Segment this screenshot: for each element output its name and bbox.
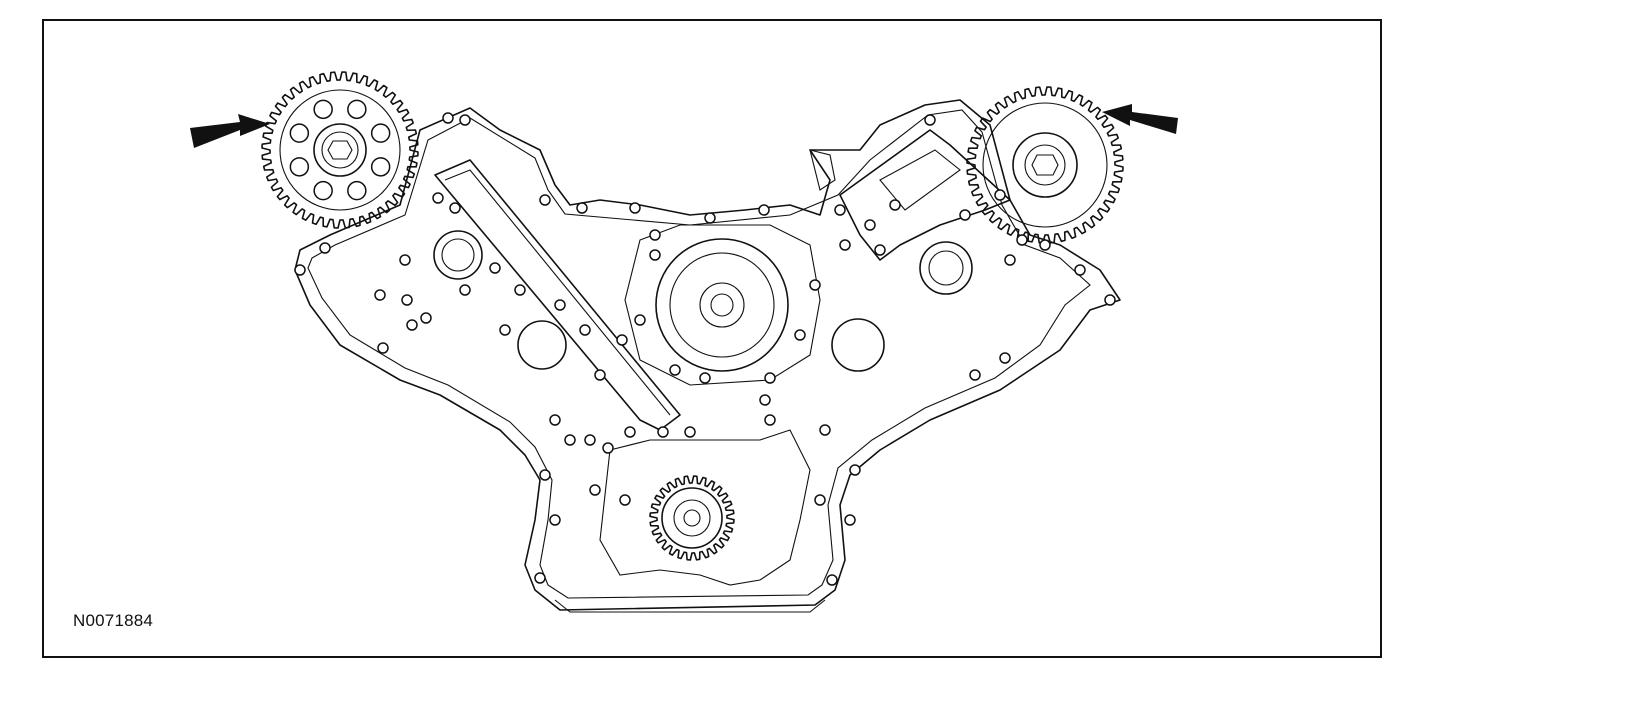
bolt-hole — [459, 114, 471, 126]
sprocket-lightening-hole — [289, 157, 310, 177]
left-sprocket-teeth — [261, 71, 419, 229]
bolt-holes — [294, 112, 1116, 586]
bolt-hole — [649, 229, 661, 241]
figure-id-label: N0071884 — [73, 611, 154, 630]
bolt-hole — [999, 352, 1011, 364]
bore-circles — [433, 230, 973, 372]
bolt-hole — [844, 514, 856, 526]
bolt-hole — [684, 426, 696, 438]
right-cam-sprocket — [966, 86, 1124, 244]
bolt-hole — [699, 372, 711, 384]
bolt-hole — [794, 329, 806, 341]
bolt-hole — [399, 254, 411, 266]
sprocket-lightening-hole — [347, 99, 367, 120]
bolt-hole — [1016, 234, 1028, 246]
bolt-hole — [539, 469, 551, 481]
bolt-hole — [657, 426, 669, 438]
bolt-hole — [764, 414, 776, 426]
sprocket-lightening-hole — [313, 99, 333, 120]
bolt-hole — [294, 264, 306, 276]
bolt-hole — [564, 434, 576, 446]
bolt-hole — [704, 212, 716, 224]
bolt-hole — [534, 572, 546, 584]
bolt-hole — [549, 514, 561, 526]
bolt-hole — [864, 219, 876, 231]
bolt-hole — [579, 324, 591, 336]
bolt-hole — [759, 394, 771, 406]
bolt-hole — [624, 426, 636, 438]
bolt-hole — [994, 189, 1006, 201]
bolt-hole — [874, 244, 886, 256]
left-cam-sprocket — [261, 71, 419, 229]
bolt-hole — [629, 202, 641, 214]
bolt-hole — [406, 319, 418, 331]
left-arrow — [190, 114, 270, 148]
bolt-hole — [834, 204, 846, 216]
bolt-hole — [539, 194, 551, 206]
bolt-hole — [442, 112, 454, 124]
oil-pump-teeth — [649, 475, 735, 561]
bolt-hole — [959, 209, 971, 221]
bolt-hole — [594, 369, 606, 381]
right-sprocket-teeth — [966, 86, 1124, 244]
bolt-hole — [924, 114, 936, 126]
sprocket-lightening-hole — [370, 123, 391, 143]
bolt-hole — [1104, 294, 1116, 306]
bolt-hole — [499, 324, 511, 336]
bolt-hole — [889, 199, 901, 211]
bolt-hole — [432, 192, 444, 204]
bolt-hole — [377, 342, 389, 354]
sprocket-lightening-hole — [289, 123, 310, 143]
bolt-hole — [819, 424, 831, 436]
bolt-hole — [839, 239, 851, 251]
bolt-hole — [420, 312, 432, 324]
sprocket-lightening-hole — [347, 180, 367, 201]
bolt-hole — [669, 364, 681, 376]
bolt-hole — [619, 494, 631, 506]
left-chain-guide — [434, 159, 681, 431]
bolt-hole — [1074, 264, 1086, 276]
bolt-hole — [602, 442, 614, 454]
bolt-hole — [826, 574, 838, 586]
bolt-hole — [489, 262, 501, 274]
bolt-hole — [374, 289, 386, 301]
right-arrow — [1102, 104, 1178, 134]
bolt-hole — [969, 369, 981, 381]
bolt-hole — [549, 414, 561, 426]
bolt-hole — [1039, 239, 1051, 251]
bolt-hole — [514, 284, 526, 296]
water-pump — [624, 224, 821, 386]
bolt-hole — [589, 484, 601, 496]
bolt-hole — [764, 372, 776, 384]
sprocket-lightening-hole — [370, 157, 391, 177]
bolt-hole — [649, 249, 661, 261]
bolt-hole — [401, 294, 413, 306]
bolt-hole — [449, 202, 461, 214]
bolt-hole — [459, 284, 471, 296]
bolt-hole — [1004, 254, 1016, 266]
sprocket-lightening-hole — [313, 180, 333, 201]
bolt-hole — [634, 314, 646, 326]
bolt-hole — [616, 334, 628, 346]
bolt-hole — [814, 494, 826, 506]
bolt-hole — [758, 204, 770, 216]
bolt-hole — [554, 299, 566, 311]
bolt-hole — [809, 279, 821, 291]
oil-pump-gear — [599, 429, 811, 586]
bolt-hole — [849, 464, 861, 476]
bolt-hole — [576, 202, 588, 214]
bolt-hole — [584, 434, 596, 446]
bolt-hole — [319, 242, 331, 254]
engine-block-outline — [294, 99, 1121, 613]
